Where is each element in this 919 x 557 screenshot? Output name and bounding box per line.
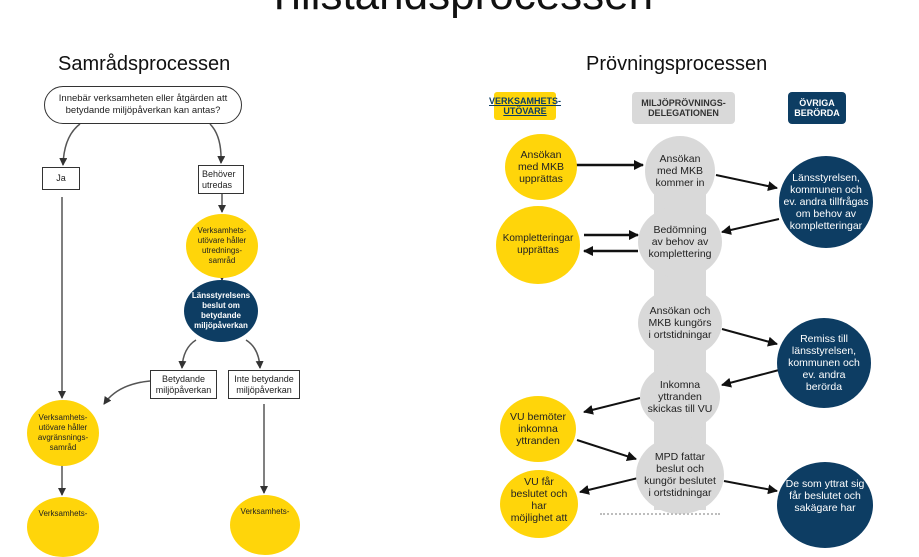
dotted-divider	[600, 513, 720, 517]
arrow-mpd-desom	[723, 480, 778, 495]
arrow-mpd-vufar	[579, 477, 639, 495]
arrow-kungors-remiss	[721, 328, 778, 347]
samrad-inte-betydande-box: Inte betydande miljöpåverkan	[228, 370, 300, 399]
vu-far-beslutet: VU får beslutet och har möjlighet att	[500, 470, 578, 538]
arrow-kommerin-tillfragas	[715, 174, 778, 192]
header-ovriga: ÖVRIGA BERÖRDA	[788, 92, 846, 124]
samrad-ja-box: Ja	[42, 167, 80, 190]
vu-kompletteringar: Kompletteringar upprättas	[496, 206, 580, 284]
mpd-ansokan-kungors: Ansökan och MKB kungörs i ortstidningar	[638, 288, 722, 358]
samrad-verksamhet-right: Verksamhets-	[230, 495, 300, 555]
arrow-tillfragas-bedomning	[721, 218, 780, 235]
arrow-question-behover	[209, 123, 226, 164]
page-title: Tillståndsprocessen	[0, 0, 919, 20]
ovriga-remiss: Remiss till länsstyrelsen, kommunen och …	[777, 318, 871, 408]
header-verksamhetsutovare: VERKSAMHETS- UTÖVARE	[489, 92, 561, 120]
provning-title: Prövningsprocessen	[586, 53, 768, 75]
arrow-inkomna-vubemoter	[583, 397, 641, 415]
samrad-avgransningssamrad: Verksamhets- utövare håller avgränsnings…	[27, 400, 99, 466]
arrow-remiss-inkomna	[721, 369, 780, 388]
samrad-question: Innebär verksamheten eller åtgärden att …	[44, 86, 242, 124]
samrad-lansstyrelsens-beslut: Länsstyrelsens beslut om betydande miljö…	[184, 280, 258, 342]
samrad-behover-box: Behöver utredas	[198, 165, 244, 194]
mpd-bedomning: Bedömning av behov av komplettering	[638, 206, 722, 278]
ovriga-tillfragas: Länsstyrelsen, kommunen och ev. andra ti…	[779, 156, 873, 248]
samrad-title: Samrådsprocessen	[58, 53, 231, 75]
samrad-verksamhet-left: Verksamhets-	[27, 497, 99, 557]
ovriga-de-som-yttrat: De som yttrat sig får beslutet och sakäg…	[777, 462, 873, 548]
samrad-betydande-box: Betydande miljöpåverkan	[150, 370, 217, 399]
samrad-utredningssamrad: Verksamhets- utövare håller utrednings- …	[186, 214, 258, 278]
mpd-fattar-beslut: MPD fattar beslut och kungör beslutet i …	[636, 436, 724, 514]
arrow-beslut-inte	[245, 339, 264, 369]
vu-bemoter: VU bemöter inkomna yttranden	[500, 396, 576, 462]
arrow-betydande-avgransning	[103, 380, 151, 405]
mpd-inkomna-yttranden: Inkomna yttranden skickas till VU	[640, 364, 720, 430]
header-mpd: MILJÖPRÖVNINGS- DELEGATIONEN	[632, 92, 735, 124]
arrow-beslut-betydande	[178, 339, 197, 369]
vu-ansokan-upprattas: Ansökan med MKB upprättas	[505, 134, 577, 200]
connector-lines	[58, 123, 780, 496]
arrow-question-ja	[59, 123, 81, 166]
arrow-vubemoter-mpd	[576, 439, 637, 462]
mpd-ansokan-kommer-in: Ansökan med MKB kommer in	[645, 136, 715, 206]
